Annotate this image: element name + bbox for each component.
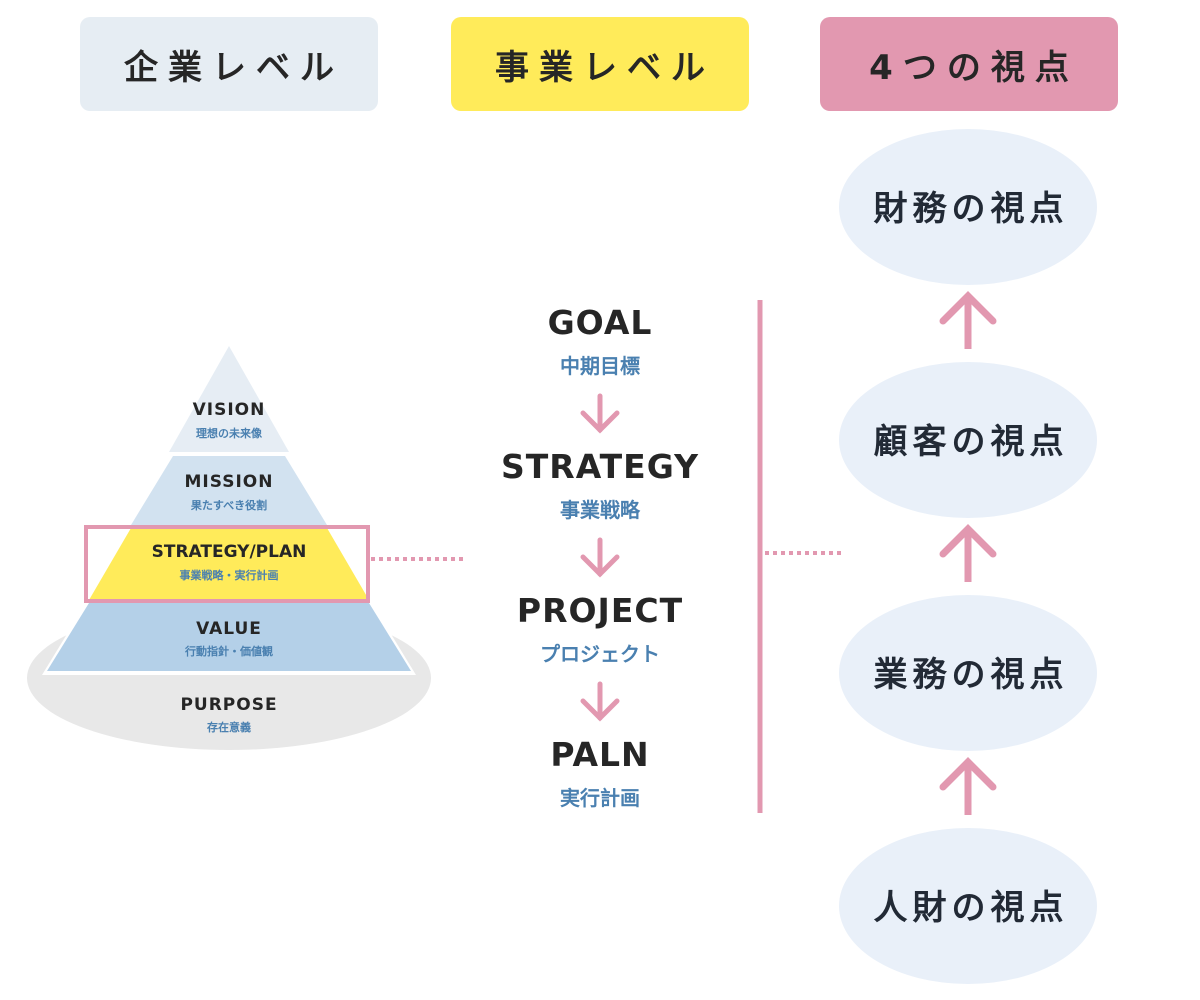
flow-project-subtitle: プロジェクト (540, 642, 660, 666)
perspective-financial-label: 財務の視点 (874, 189, 1069, 229)
header-four-perspectives-label: 4つの視点 (869, 47, 1079, 88)
perspective-ellipse-operations (839, 595, 1097, 751)
pyramid-mission-subtitle: 果たすべき役割 (190, 498, 267, 512)
pyramid-value-subtitle: 行動指針・価値観 (184, 644, 273, 658)
header-corporate-level: 企業レベル (80, 17, 378, 111)
value-band (47, 603, 411, 671)
flow-goal-subtitle: 中期目標 (560, 354, 640, 378)
flow-project-title: PROJECT (517, 591, 683, 630)
pyramid-vision-title: VISION (193, 400, 266, 420)
flow-plan-subtitle: 実行計画 (560, 786, 640, 810)
arrow-down-icon (580, 537, 620, 578)
header-business-level-label: 事業レベル (495, 47, 715, 88)
pyramid-purpose-title: PURPOSE (180, 695, 277, 715)
arrow-up-icon (939, 524, 997, 582)
arrow-up-icon (939, 291, 997, 349)
perspectives: 財務の視点 顧客の視点 業務の視点 人財の視点 (839, 129, 1097, 984)
perspective-operations-label: 業務の視点 (874, 655, 1069, 695)
flow-strategy-subtitle: 事業戦略 (560, 498, 641, 522)
arrow-down-icon (580, 393, 620, 434)
pyramid: VISION 理想の未来像 MISSION 果たすべき役割 STRATEGY/P… (27, 346, 431, 750)
perspective-people-label: 人財の視点 (874, 888, 1069, 928)
arrow-down-icon (580, 681, 620, 722)
pyramid-strategy-subtitle: 事業戦略・実行計画 (180, 568, 279, 582)
flow-strategy-title: STRATEGY (501, 447, 699, 486)
pyramid-value-title: VALUE (196, 619, 262, 639)
flow-goal-title: GOAL (548, 303, 653, 342)
pyramid-strategy-title: STRATEGY/PLAN (152, 542, 307, 562)
pyramid-vision-subtitle: 理想の未来像 (196, 426, 263, 440)
header-four-perspectives: 4つの視点 (820, 17, 1118, 111)
perspective-customer-label: 顧客の視点 (874, 422, 1069, 462)
strategy-highlight-frame (84, 525, 370, 603)
mission-band (131, 456, 327, 525)
business-flow: GOAL 中期目標 STRATEGY 事業戦略 PROJECT プロジェクト P… (501, 303, 699, 810)
arrow-up-icon (939, 757, 997, 815)
pyramid-purpose-subtitle: 存在意義 (207, 720, 251, 734)
perspective-ellipse-people (839, 828, 1097, 984)
flow-plan-title: PALN (550, 735, 649, 774)
perspective-ellipse-customer (839, 362, 1097, 518)
perspective-ellipse-financial (839, 129, 1097, 285)
header-corporate-level-label: 企業レベル (124, 47, 344, 88)
strategy-band (89, 528, 369, 600)
pyramid-mission-title: MISSION (185, 472, 274, 492)
header-business-level: 事業レベル (451, 17, 749, 111)
vision-band (169, 346, 289, 452)
